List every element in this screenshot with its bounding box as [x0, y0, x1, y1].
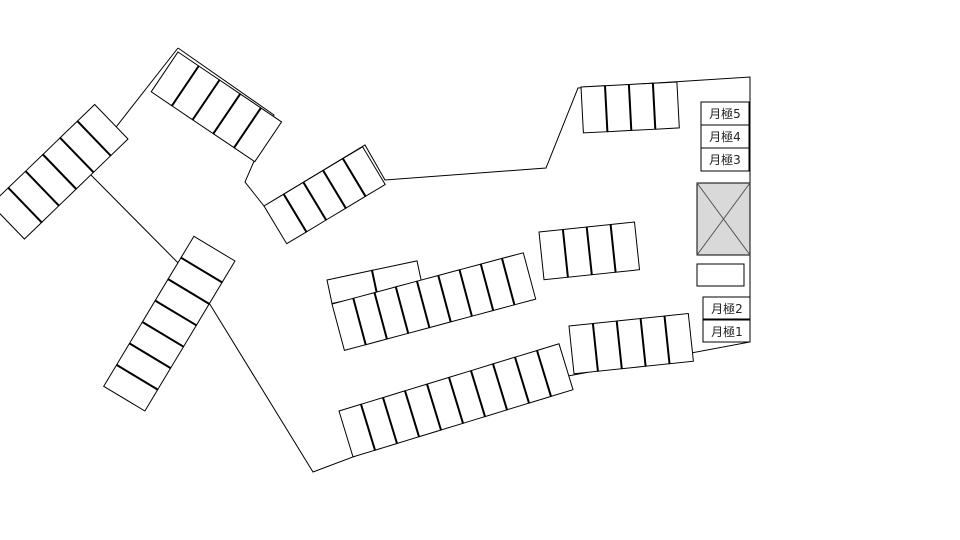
stall-divider: [191, 79, 221, 121]
stall-divider: [212, 93, 242, 135]
stall-divider: [479, 263, 495, 311]
stall-divider: [394, 286, 410, 334]
stall-divider: [373, 292, 388, 340]
monthly-space-5[interactable]: 月極5: [700, 101, 750, 126]
stall-divider: [448, 377, 464, 424]
parking-stall[interactable]: [628, 82, 656, 131]
stall-divider: [59, 137, 95, 173]
stall-divider: [128, 342, 172, 369]
monthly-space-4[interactable]: 月極4: [700, 124, 750, 149]
stall-divider: [382, 397, 398, 444]
small-empty-box: [696, 263, 745, 287]
parking-stall[interactable]: [604, 83, 632, 133]
stall-divider: [561, 229, 569, 278]
stall-divider: [663, 315, 671, 364]
monthly-space-2-label: 月極2: [711, 301, 743, 316]
stall-divider: [470, 370, 486, 417]
upper-left-angled-row: [150, 51, 283, 163]
center-right-row: [538, 221, 641, 281]
monthly-space-3[interactable]: 月極3: [700, 147, 750, 172]
bottom-row: [338, 343, 574, 458]
parking-stall-rows: [0, 51, 694, 458]
monthly-space-5-label: 月極5: [709, 106, 741, 121]
stall-divider: [116, 364, 159, 391]
stall-divider: [585, 226, 593, 275]
stall-divider: [342, 158, 367, 197]
stall-divider: [416, 280, 431, 328]
stall-divider: [458, 269, 473, 317]
lot-boundary: [83, 47, 751, 473]
monthly-space-1[interactable]: 月極1: [702, 319, 751, 343]
stall-divider: [639, 318, 647, 367]
stall-divider: [536, 350, 552, 397]
stall-divider: [141, 321, 185, 348]
left-upper-row: [0, 103, 129, 240]
stall-divider: [171, 65, 200, 107]
stall-divider: [42, 153, 77, 190]
stall-divider: [233, 107, 262, 149]
bottom-right-row: [568, 312, 694, 375]
stall-divider: [627, 84, 633, 131]
monthly-space-2[interactable]: 月極2: [702, 296, 751, 320]
stall-divider: [322, 169, 347, 209]
stall-divider: [604, 85, 609, 132]
stall-divider: [404, 390, 420, 437]
stall-divider: [426, 383, 442, 431]
left-lower-row: [103, 235, 236, 412]
top-right-row: [580, 81, 680, 134]
stall-divider: [651, 83, 657, 130]
stall-divider: [154, 299, 197, 327]
stall-divider: [282, 193, 308, 233]
stall-divider: [302, 181, 327, 221]
stall-divider: [24, 170, 60, 207]
stall-divider: [352, 298, 367, 345]
monthly-space-1-label: 月極1: [711, 324, 743, 339]
middle-upper-row: [263, 146, 386, 245]
facility-box: [696, 182, 751, 256]
monthly-space-3-label: 月極3: [709, 152, 741, 167]
stall-divider: [437, 275, 452, 323]
parking-stall[interactable]: [652, 81, 680, 130]
stall-divider: [371, 270, 378, 295]
center-long-row: [331, 252, 537, 352]
stall-divider: [180, 256, 223, 284]
monthly-space-4-label: 月極4: [709, 129, 741, 144]
parking-stall[interactable]: [580, 85, 608, 134]
stall-divider: [501, 258, 516, 306]
stall-divider: [7, 187, 43, 224]
stall-divider: [167, 278, 210, 305]
stall-divider: [615, 320, 623, 369]
stall-divider: [76, 120, 112, 157]
stall-divider: [492, 363, 508, 411]
stall-divider: [360, 404, 376, 451]
stall-divider: [591, 323, 599, 372]
stall-divider: [514, 356, 530, 404]
stall-divider: [609, 224, 617, 273]
